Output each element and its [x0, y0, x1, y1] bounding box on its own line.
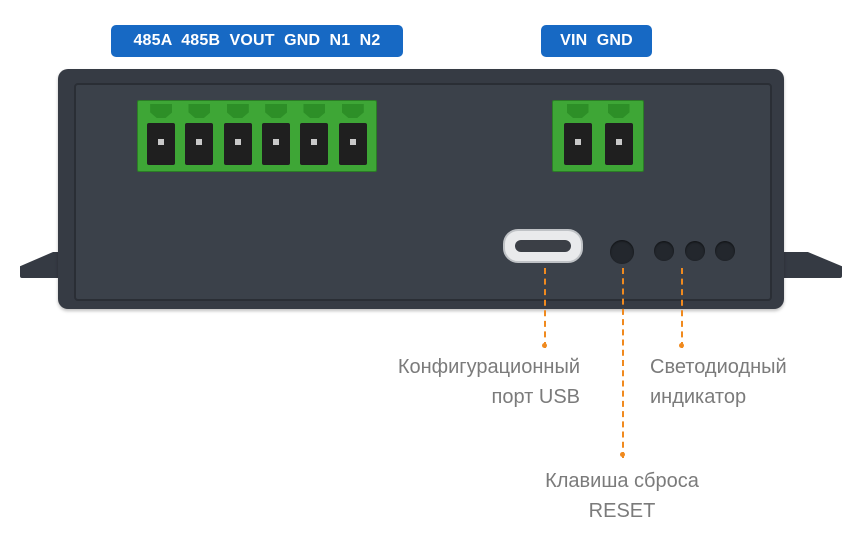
wire-socket — [147, 123, 176, 165]
wire-socket — [223, 123, 252, 165]
callout-usb-port: Конфигурационный порт USB — [380, 352, 580, 412]
screw-clamp-icon — [303, 104, 326, 118]
terminal-label-left-text: 485A 485B VOUT GND N1 N2 — [133, 32, 381, 49]
leader-line-led — [681, 268, 683, 348]
leader-line-reset — [622, 268, 624, 458]
contact-pin-icon — [158, 139, 165, 146]
wire-socket — [338, 123, 367, 165]
leader-dot-usb — [542, 343, 547, 348]
terminal-right-slot-1 — [557, 101, 598, 171]
callout-reset-button: Клавиша сброса RESET — [520, 466, 724, 526]
screw-clamp-icon — [566, 104, 589, 118]
screw-clamp-icon — [607, 104, 630, 118]
terminal-left-slot-6 — [334, 101, 372, 171]
terminal-left-slot-5 — [295, 101, 333, 171]
callout-reset-line-2: RESET — [588, 500, 656, 522]
led-indicator-2 — [685, 241, 705, 261]
terminal-left-slot-1 — [142, 101, 180, 171]
contact-pin-icon — [234, 139, 241, 146]
contact-pin-icon — [273, 139, 280, 146]
terminal-right-slot-2 — [598, 101, 639, 171]
wire-socket — [262, 123, 291, 165]
terminal-left-slot-4 — [257, 101, 295, 171]
contact-pin-icon — [349, 139, 356, 146]
callout-usb-line-1: Конфигурационный — [397, 356, 580, 378]
reset-button-hole — [610, 240, 634, 264]
led-indicator-3 — [715, 241, 735, 261]
callout-reset-line-1: Клавиша сброса — [545, 470, 699, 492]
terminal-left-slot-3 — [219, 101, 257, 171]
mounting-flange-right — [780, 252, 842, 278]
wire-socket — [185, 123, 214, 165]
usb-port-socket — [515, 240, 571, 252]
contact-pin-icon — [574, 139, 581, 146]
screw-clamp-icon — [341, 104, 364, 118]
terminal-label-chip-right: VIN GND — [541, 25, 652, 57]
screw-clamp-icon — [188, 104, 211, 118]
callout-led-line-1: Светодиодный — [650, 356, 787, 378]
leader-dot-reset — [620, 452, 625, 457]
callout-led-line-2: индикатор — [650, 386, 747, 408]
contact-pin-icon — [311, 139, 318, 146]
screw-clamp-icon — [150, 104, 173, 118]
led-indicator-1 — [654, 241, 674, 261]
terminal-block-two-pin — [552, 100, 644, 172]
leader-line-usb — [544, 268, 546, 348]
wire-socket — [300, 123, 329, 165]
terminal-left-slot-2 — [180, 101, 218, 171]
screw-clamp-icon — [226, 104, 249, 118]
terminal-label-right-text: VIN GND — [560, 32, 633, 49]
screw-clamp-icon — [265, 104, 288, 118]
contact-pin-icon — [196, 139, 203, 146]
wire-socket — [604, 123, 633, 165]
usb-config-port — [503, 229, 583, 263]
terminal-block-six-pin — [137, 100, 377, 172]
terminal-label-chip-left: 485A 485B VOUT GND N1 N2 — [111, 25, 403, 57]
wire-socket — [563, 123, 592, 165]
leader-dot-led — [679, 343, 684, 348]
callout-led-indicator: Светодиодный индикатор — [650, 352, 850, 412]
contact-pin-icon — [615, 139, 622, 146]
callout-usb-line-2: порт USB — [491, 386, 580, 408]
